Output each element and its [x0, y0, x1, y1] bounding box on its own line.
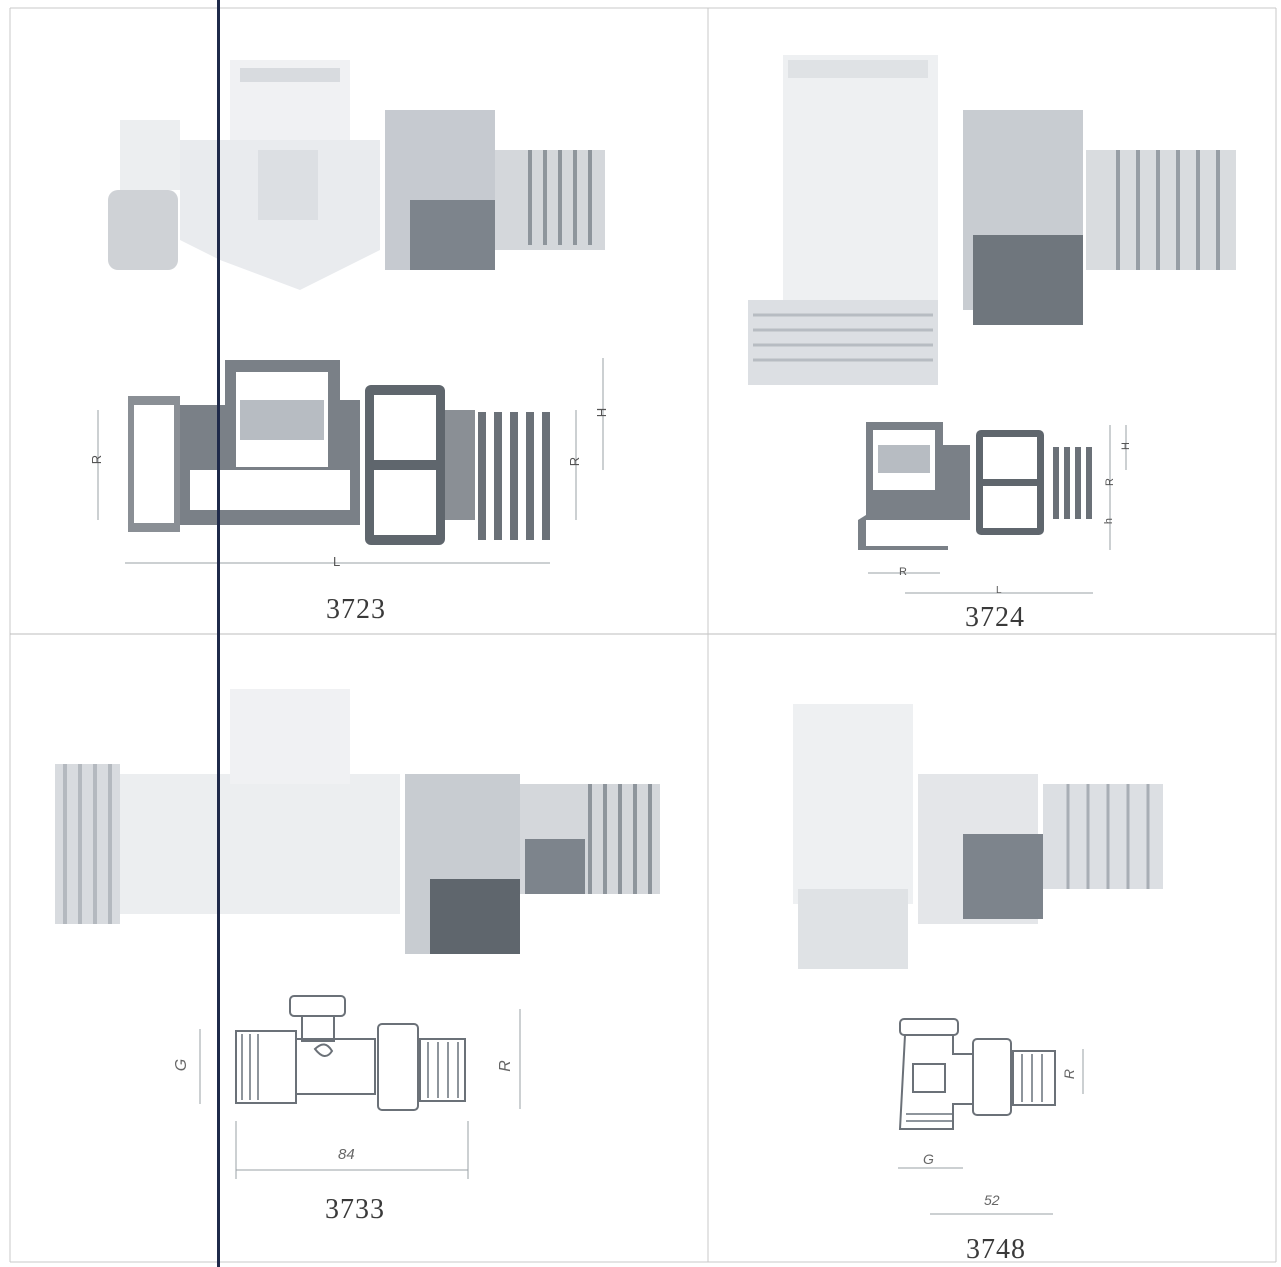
valve-drawing-3733 — [199, 995, 521, 1179]
dim-r-3748: R — [1061, 1068, 1078, 1080]
dim-h-3724: H — [1119, 442, 1132, 450]
product-cell-3733: G R 84 3733 — [0, 634, 708, 1262]
product-cell-3724: H R h R L 3724 — [708, 0, 1276, 634]
dim-l-3724: L — [996, 585, 1002, 596]
valve-photo-3723 — [108, 60, 605, 290]
product-code-3748: 3748 — [966, 1234, 1026, 1265]
product-cell-3748: R G 52 3748 — [708, 634, 1276, 1265]
valve-photo-3748 — [793, 704, 1163, 969]
valve-photo-3724 — [748, 55, 1236, 385]
valve-drawing-3724 — [858, 422, 1127, 594]
dim-g-3748: G — [923, 1151, 934, 1167]
dim-r-bottom-3724: R — [899, 566, 907, 578]
dim-h-small-3724: h — [1103, 517, 1116, 525]
dim-l-3723: L — [333, 554, 341, 569]
dim-length-3748: 52 — [984, 1192, 1000, 1208]
valve-drawing-3748 — [898, 1018, 1084, 1215]
dim-r-left-3723: R — [89, 454, 105, 465]
product-code-3723: 3723 — [326, 594, 386, 625]
dim-r-3733: R — [496, 1060, 514, 1072]
scan-line — [217, 0, 220, 1267]
dim-r-right-3724: R — [1103, 478, 1116, 486]
dim-h-3723: H — [594, 407, 610, 418]
dim-r-right-3723: R — [567, 456, 583, 467]
product-code-3733: 3733 — [325, 1194, 385, 1225]
dim-length-3733: 84 — [338, 1146, 355, 1163]
dim-g-3733: G — [173, 1058, 191, 1072]
product-code-3724: 3724 — [965, 602, 1025, 633]
product-cell-3723: R R H L 3723 — [0, 0, 708, 634]
valve-drawing-3723 — [97, 358, 604, 564]
valve-photo-3733 — [55, 689, 660, 954]
